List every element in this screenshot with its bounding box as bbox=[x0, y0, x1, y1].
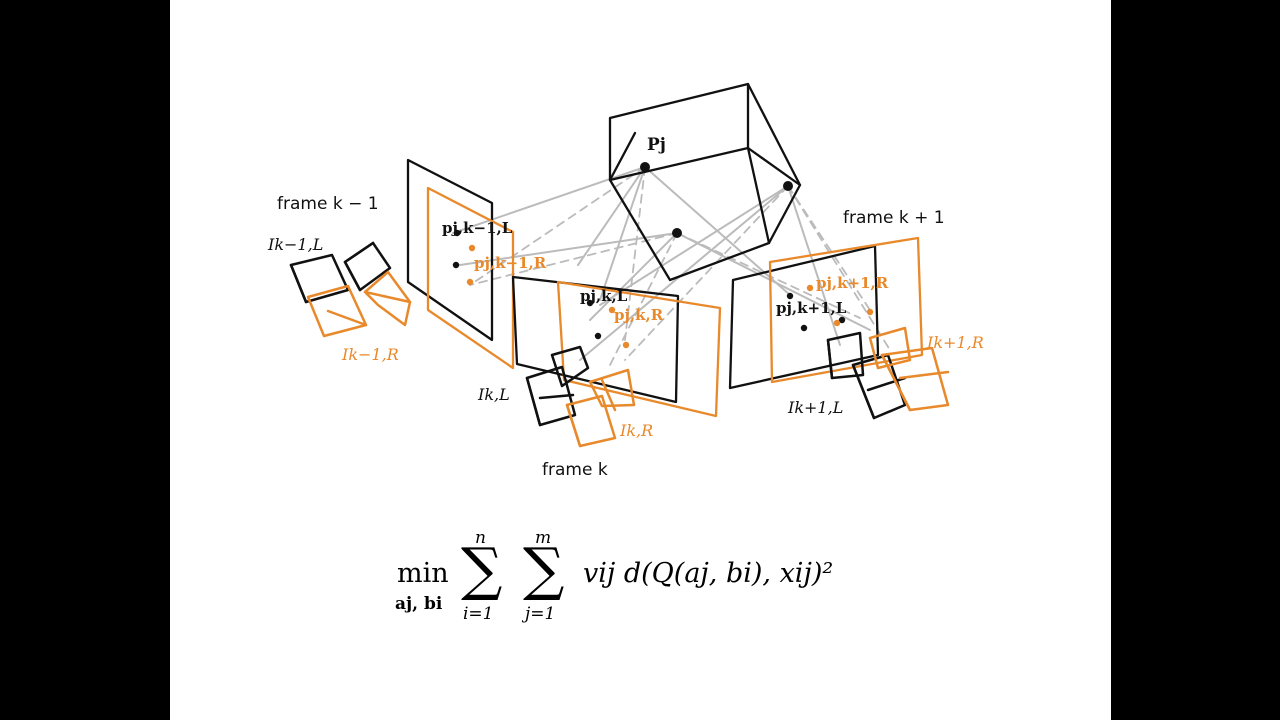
image-plane-next-right bbox=[768, 236, 924, 384]
formula-sum2-top: m bbox=[535, 528, 552, 548]
formula-sum1-sigma: ∑ bbox=[461, 535, 503, 603]
world-points bbox=[640, 162, 793, 238]
image-points-orange bbox=[466, 244, 874, 349]
formula-sum2-bottom: j=1 bbox=[525, 604, 556, 624]
formula-sum2-sigma: ∑ bbox=[523, 535, 565, 603]
world-point-pj bbox=[640, 162, 650, 172]
label-p-prev-r: pj,k−1,R bbox=[474, 254, 547, 272]
label-cam-next-l: Ik+1,L bbox=[787, 398, 843, 417]
label-point-world: Pj bbox=[647, 135, 666, 155]
formula-sum1-bottom: i=1 bbox=[463, 604, 494, 624]
label-p-cur-l: pj,k,L bbox=[580, 287, 628, 305]
world-point-right bbox=[783, 181, 793, 191]
camera-prev-left bbox=[289, 241, 392, 304]
world-point-cube bbox=[608, 82, 802, 282]
label-p-next-r: pj,k+1,R bbox=[816, 274, 889, 292]
camera-prev-right bbox=[306, 270, 412, 338]
image-plane-prev-right bbox=[426, 186, 515, 370]
label-cam-prev-r: Ik−1,R bbox=[341, 345, 399, 364]
projection-rays bbox=[452, 166, 871, 361]
camera-cur-left bbox=[525, 345, 590, 427]
projection-rays-dashed bbox=[469, 166, 891, 366]
bundle-adjustment-diagram: frame k − 1 frame k frame k + 1 Pj pj,k−… bbox=[267, 82, 984, 480]
image-plane-next-left bbox=[728, 244, 880, 390]
formula-body: vij d(Q(aj, bi), xij)² bbox=[583, 558, 834, 589]
image-plane-cur-right bbox=[556, 280, 722, 418]
label-p-next-l: pj,k+1,L bbox=[776, 299, 847, 317]
formula-min-subscript: aj, bi bbox=[395, 594, 443, 614]
label-p-cur-r: pj,k,R bbox=[614, 306, 664, 324]
image-plane-cur-left bbox=[511, 275, 680, 404]
label-cam-cur-r: Ik,R bbox=[619, 421, 653, 440]
formula-sum1-top: n bbox=[475, 528, 486, 548]
image-points-black bbox=[452, 229, 846, 340]
world-point-mid bbox=[672, 228, 682, 238]
label-cam-prev-l: Ik−1,L bbox=[267, 235, 323, 254]
label-cam-next-r: Ik+1,R bbox=[926, 333, 984, 352]
label-frame-cur: frame k bbox=[542, 460, 608, 480]
label-p-prev-l: pj,k−1,L bbox=[442, 219, 513, 237]
label-cam-cur-l: Ik,L bbox=[477, 385, 510, 404]
camera-next-right bbox=[868, 326, 950, 412]
image-plane-prev-left bbox=[406, 158, 494, 342]
bundle-adjustment-formula: min aj, bi n ∑ i=1 m ∑ j=1 vij d(Q(aj, b… bbox=[395, 528, 915, 638]
label-frame-prev: frame k − 1 bbox=[277, 194, 379, 214]
camera-cur-right bbox=[565, 368, 636, 448]
slide: frame k − 1 frame k frame k + 1 Pj pj,k−… bbox=[170, 0, 1111, 720]
formula-min: min bbox=[397, 558, 449, 589]
label-frame-next: frame k + 1 bbox=[843, 208, 945, 228]
